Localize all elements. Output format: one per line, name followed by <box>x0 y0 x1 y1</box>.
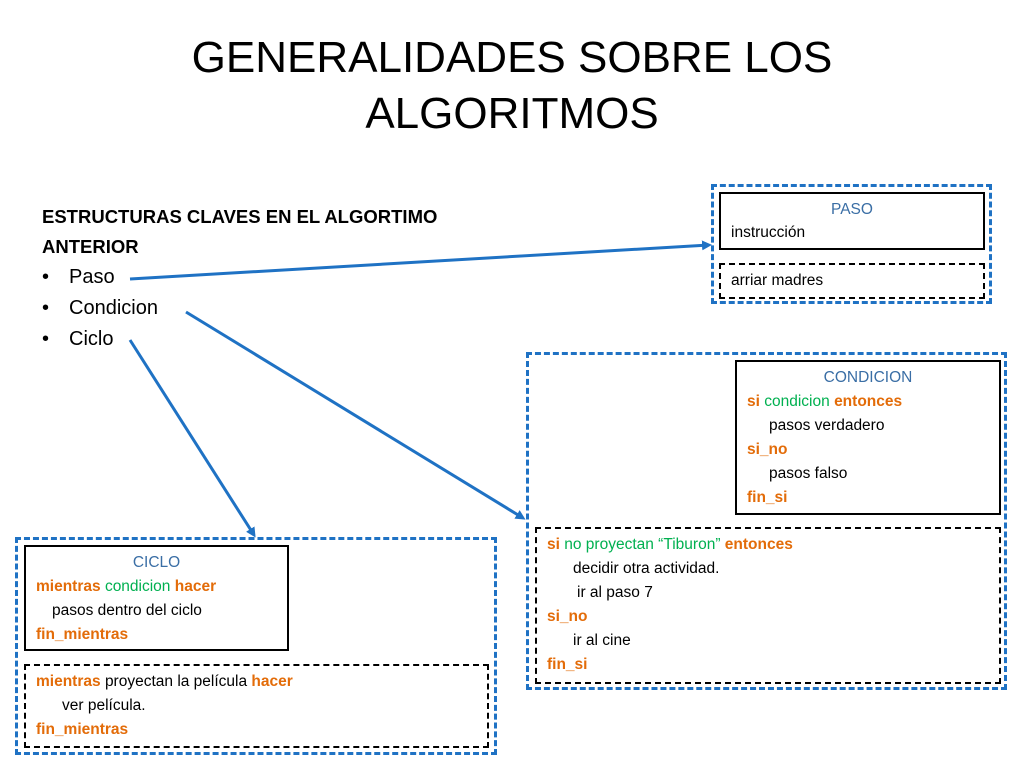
slide-title: GENERALIDADES SOBRE LOS ALGORITMOS <box>0 30 1024 142</box>
kw-hacer: hacer <box>251 673 293 690</box>
condicion-example-line-4: si_no <box>547 605 989 629</box>
condicion-example-line-6: fin_si <box>547 653 989 677</box>
kw-fin-si: fin_si <box>547 656 588 673</box>
kw-mientras: mientras <box>36 673 101 690</box>
true-steps: pasos verdadero <box>769 417 885 434</box>
heading-line-2: ANTERIOR <box>42 236 139 257</box>
ciclo-example-line-2: ver película. <box>36 694 477 718</box>
condicion-line-3: si_no <box>747 438 989 462</box>
paso-example-box: arriar madres <box>719 263 985 299</box>
kw-entonces: entonces <box>834 393 903 410</box>
kw-si: si <box>547 536 560 553</box>
kw-si: si <box>747 393 760 410</box>
structure-item-ciclo: Ciclo <box>42 324 437 355</box>
condition-text: condicion <box>104 578 171 595</box>
kw-si-no: si_no <box>747 441 788 458</box>
kw-fin-mientras: fin_mientras <box>36 721 129 738</box>
ciclo-title: CICLO <box>132 554 181 571</box>
condicion-line-2: pasos verdadero <box>747 414 989 438</box>
condicion-group <box>526 352 1007 690</box>
kw-fin-mientras: fin_mientras <box>36 626 129 643</box>
arrow-ciclo <box>128 339 256 538</box>
condicion-line-1: si condicion entonces <box>747 390 989 414</box>
paso-title: PASO <box>831 201 873 218</box>
condition-text: proyectan la película <box>104 673 248 690</box>
kw-hacer: hacer <box>174 578 217 595</box>
ciclo-group <box>15 537 497 755</box>
key-structures-list: ESTRUCTURAS CLAVES EN EL ALGORTIMO ANTER… <box>42 202 437 355</box>
ciclo-line-2: pasos dentro del ciclo <box>36 599 277 623</box>
condicion-title: CONDICION <box>823 369 913 386</box>
ciclo-line-1: mientras condicion hacer <box>36 575 277 599</box>
condicion-definition-box: CONDICION si condicion entonces pasos ve… <box>735 360 1001 515</box>
structure-item-paso: Paso <box>42 262 437 293</box>
condition-text: condicion <box>764 393 830 410</box>
key-structures-heading: ESTRUCTURAS CLAVES EN EL ALGORTIMO ANTER… <box>42 202 437 262</box>
paso-group <box>711 184 992 304</box>
condicion-example-line-2: decidir otra actividad. <box>547 557 989 581</box>
condicion-line-5: fin_si <box>747 486 989 510</box>
step-2: ir al paso 7 <box>577 584 653 601</box>
condicion-example-box: si no proyectan “Tiburon” entonces decid… <box>535 527 1001 684</box>
structure-items: Paso Condicion Ciclo <box>42 262 437 355</box>
structure-item-condicion: Condicion <box>42 293 437 324</box>
step-1: decidir otra actividad. <box>573 560 720 577</box>
ciclo-line-3: fin_mientras <box>36 623 277 647</box>
step-3: ir al cine <box>573 632 631 649</box>
ciclo-definition-box: CICLO mientras condicion hacer pasos den… <box>24 545 289 651</box>
condicion-example-line-1: si no proyectan “Tiburon” entonces <box>547 533 989 557</box>
false-steps: pasos falso <box>769 465 848 482</box>
condicion-example-line-3: ir al paso 7 <box>547 581 989 605</box>
loop-body: ver película. <box>62 697 146 714</box>
kw-mientras: mientras <box>36 578 101 595</box>
condition-text: no proyectan “Tiburon” <box>564 536 721 553</box>
slide-title-line-2: ALGORITMOS <box>365 89 659 138</box>
condicion-line-4: pasos falso <box>747 462 989 486</box>
ciclo-example-box: mientras proyectan la película hacer ver… <box>24 664 489 748</box>
slide-title-line-1: GENERALIDADES SOBRE LOS <box>191 33 833 82</box>
ciclo-example-line-1: mientras proyectan la película hacer <box>36 670 477 694</box>
paso-definition-box: PASO instrucción <box>719 192 985 250</box>
paso-example: arriar madres <box>731 272 824 289</box>
condicion-example-line-5: ir al cine <box>547 629 989 653</box>
kw-fin-si: fin_si <box>747 489 788 506</box>
heading-line-1: ESTRUCTURAS CLAVES EN EL ALGORTIMO <box>42 206 438 227</box>
kw-entonces: entonces <box>724 536 793 553</box>
paso-body: instrucción <box>731 224 806 241</box>
ciclo-example-line-3: fin_mientras <box>36 718 477 742</box>
loop-body: pasos dentro del ciclo <box>52 602 202 619</box>
kw-si-no: si_no <box>547 608 588 625</box>
